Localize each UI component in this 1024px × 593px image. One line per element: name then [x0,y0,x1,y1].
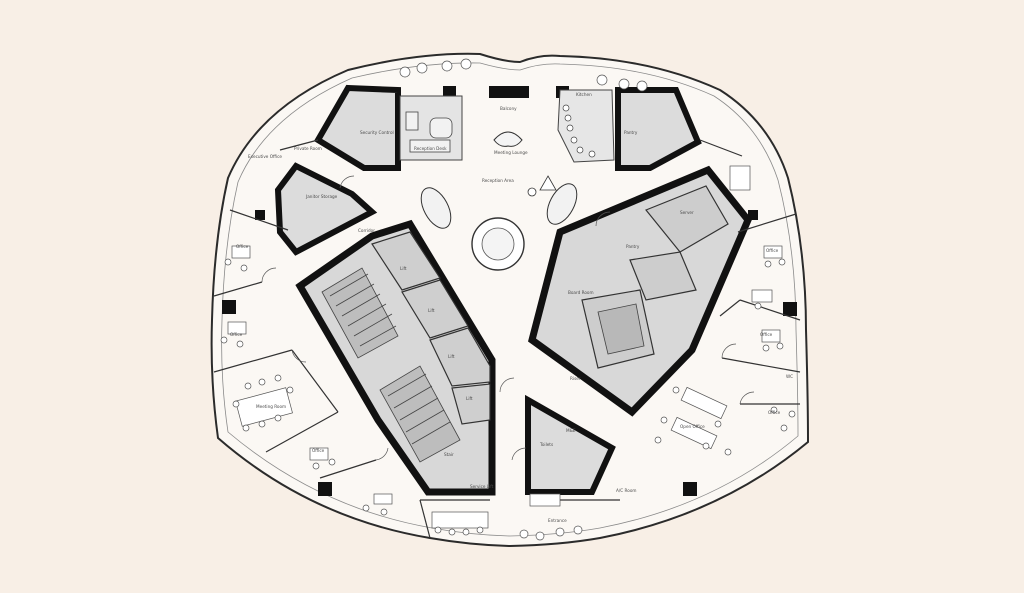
pantry-room [615,87,702,171]
label-stair: Stair [444,452,454,457]
column [318,482,332,496]
sofa [546,183,578,225]
label-balcony: Balcony [500,106,517,111]
security-room [313,84,401,171]
label-office-right-mid: Office [760,332,773,337]
label-lounge: Meeting Lounge [494,150,528,155]
label-mechanical: M&E [566,428,576,433]
sofa [420,187,452,229]
room-labels: Reception Desk Meeting Lounge Reception … [230,92,793,523]
label-lift-b: Lift [428,308,435,313]
storage-room [274,162,378,256]
office-partitions [213,139,801,539]
label-office-left-bottom: Office [312,448,325,453]
left-core-partitions [371,231,491,425]
lift-shaft [451,383,491,425]
label-riser: Riser [570,376,581,381]
label-ac-room: A/C Room [616,488,636,493]
column [489,86,529,98]
pantry-right-room [629,251,697,301]
building-outline [210,52,810,548]
label-office-right-bottom: Office [768,410,781,415]
lift-shaft [401,279,469,339]
column [222,300,236,314]
column [683,482,697,496]
label-toilets: Toilets [539,442,553,447]
label-private-room: Private Room [294,146,322,151]
label-lift-a: Lift [400,266,407,271]
label-open-office: Open Office [680,424,705,429]
label-office-right-top: Office [766,248,779,253]
label-kitchen: Kitchen [576,92,592,97]
label-corridor: Corridor [358,228,375,233]
side-table [539,175,557,191]
column [748,210,758,220]
label-lift-c: Lift [448,354,455,359]
label-pantry: Pantry [624,130,638,135]
stool [527,187,537,197]
label-lift-d: Lift [466,396,473,401]
label-storage: Janitor Storage [305,194,338,199]
bottom-seating [431,493,583,541]
stair-left-upper [321,267,399,359]
label-security: Security Control [360,130,394,135]
bar-stools [562,104,596,158]
board-room-table [597,303,645,355]
stair-left-lower [379,365,461,463]
label-board-room: Board Room [568,290,594,295]
round-table-inner [481,227,515,261]
door-swings [261,175,755,461]
feature-planter [493,131,523,147]
central-lounge [420,131,578,271]
server-room [645,185,729,253]
label-service-lift: Service Lift [470,484,494,489]
kitchen-counter [557,89,615,163]
label-pantry-right: Pantry [626,244,640,249]
label-entrance: Entrance [548,518,567,523]
stair [379,365,461,463]
lift-shaft [429,327,491,387]
lift-shaft [371,231,441,291]
column [443,86,456,98]
office-furniture-right [654,165,796,456]
label-reception: Reception Desk [414,146,447,151]
balcony-seating [399,58,648,92]
column [255,210,265,220]
toilets-room [525,394,616,495]
label-office-left-mid: Office [230,332,243,337]
outer-glazing-line [221,62,799,537]
label-meeting-room: Meeting Room [256,404,286,409]
label-office-left-top: Office [236,244,249,249]
label-server: Server [680,210,694,215]
office-furniture-left [220,245,393,516]
label-wc: WC [786,374,793,379]
column [783,302,797,316]
reception-furniture [405,111,453,153]
label-table-central: Reception Area [482,178,514,183]
label-executive: Executive Office [248,154,282,159]
